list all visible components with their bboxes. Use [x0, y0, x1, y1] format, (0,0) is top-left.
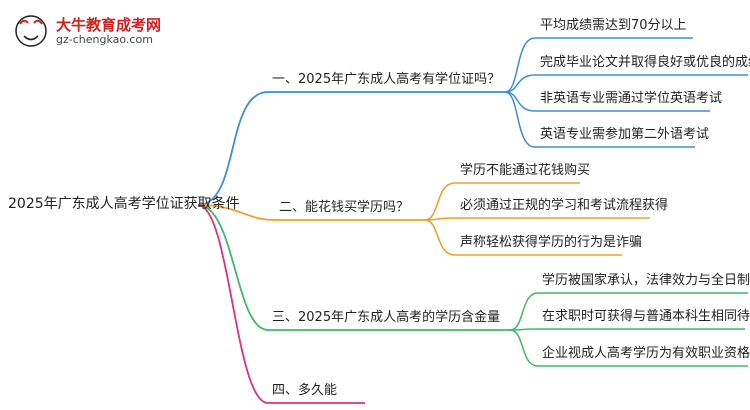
leaf-1-2: 完成毕业论文并取得良好或优良的成绩: [540, 55, 750, 70]
link-root-b4: [197, 204, 269, 404]
site-url: gz-chengkao.com: [56, 33, 153, 46]
branch-3-label: 三、2025年广东成人高考的学历含金量: [272, 310, 501, 325]
leaf-3-2: 在求职时可获得与普通本科生相同待遇: [542, 309, 750, 324]
link-root-b1: [197, 91, 269, 206]
leaf-1-3: 非英语专业需通过学位英语考试: [540, 91, 723, 106]
leaf-1-1: 平均成绩需达到70分以上: [540, 18, 687, 33]
root-node: 2025年广东成人高考学位证获取条件: [8, 196, 240, 212]
link-root-b3: [197, 204, 269, 331]
link-b2-c1: [424, 182, 456, 221]
bull-logo-icon: [15, 15, 47, 47]
leaf-3-1: 学历被国家承认，法律效力与全日制相同: [542, 273, 750, 288]
leaf-2-3: 声称轻松获得学历的行为是诈骗: [460, 235, 643, 250]
link-b3-c3: [509, 329, 539, 367]
leaf-1-4: 英语专业需参加第二外语考试: [540, 127, 710, 142]
branch-4-label: 四、多久能: [272, 383, 338, 398]
site-name: 大牛教育成考网: [56, 16, 162, 34]
branch-1-label: 一、2025年广东成人高考有学位证吗？: [272, 72, 501, 87]
link-b2-c3: [424, 219, 456, 256]
link-b1-c1: [504, 37, 536, 93]
link-b1-c2: [504, 74, 536, 93]
link-root-b2: [197, 204, 276, 221]
leaf-2-2: 必须通过正规的学习和考试流程获得: [460, 198, 669, 213]
leaf-3-3: 企业视成人高考学历为有效职业资格证明: [542, 346, 750, 361]
link-b1-c4: [504, 91, 536, 148]
leaf-2-1: 学历不能通过花钱购买: [460, 163, 591, 178]
link-b3-c1: [509, 292, 539, 331]
branch-2-label: 二、能花钱买学历吗？: [279, 200, 410, 215]
